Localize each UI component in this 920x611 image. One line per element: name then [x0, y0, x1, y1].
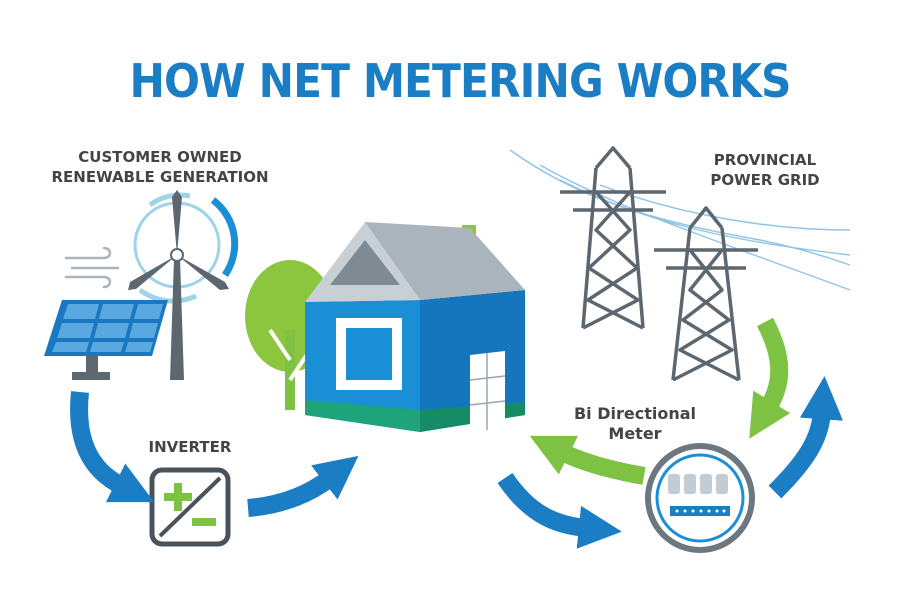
power-grid-label-line2: POWER GRID: [710, 171, 820, 189]
solar-panel-icon: [44, 300, 168, 380]
customer-generation-label: CUSTOMER OWNED RENEWABLE GENERATION: [40, 147, 280, 187]
page-title: HOW NET METERING WORKS: [129, 54, 791, 108]
arrow-meter-to-house: [529, 435, 646, 485]
meter-label: Bi Directional Meter: [560, 404, 710, 444]
customer-generation-label-line2: RENEWABLE GENERATION: [51, 168, 269, 186]
wind-lines-icon: [64, 246, 120, 289]
power-grid-label: PROVINCIAL POWER GRID: [680, 150, 850, 190]
bidirectional-meter-icon: [645, 443, 755, 553]
transmission-tower-icon: [560, 146, 758, 382]
arrow-grid-to-meter: [749, 317, 791, 439]
meter-label-line1: Bi Directional: [573, 404, 697, 423]
arrow-solar-to-inverter: [70, 391, 155, 503]
flow-arrows: [70, 317, 844, 549]
house-icon: [305, 222, 525, 432]
meter-label-line2: Meter: [608, 424, 662, 443]
inverter-icon: [149, 467, 231, 547]
arrow-meter-to-grid: [768, 376, 844, 499]
wind-turbine-icon: [128, 190, 239, 380]
arrow-inverter-to-house: [247, 455, 359, 517]
arrow-house-to-meter: [497, 472, 622, 549]
power-grid-label-line1: PROVINCIAL: [713, 151, 817, 169]
customer-generation-label-line1: CUSTOMER OWNED: [78, 148, 242, 166]
power-lines-icon: [509, 149, 851, 291]
inverter-label: INVERTER: [148, 438, 232, 456]
